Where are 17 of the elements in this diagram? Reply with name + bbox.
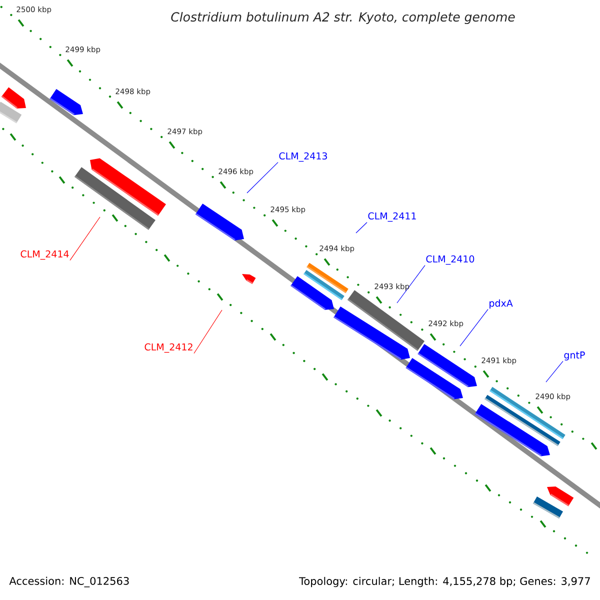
leader-line — [246, 162, 278, 194]
gene-label: gntP — [564, 352, 585, 360]
title: Clostridium botulinum A2 str. Kyoto, complete genome — [171, 12, 515, 24]
leader-line — [546, 360, 564, 382]
gene-label: CLM_2414 — [20, 250, 69, 260]
footer-text: Topology: circular; Length: 4,155,278 bp; Genes: 3,977 — [299, 576, 590, 588]
gene-label: CLM_2412 — [144, 343, 192, 353]
leader-line — [356, 222, 368, 234]
leader-line — [460, 309, 488, 346]
gene-label: CLM_2410 — [426, 255, 474, 265]
gene-label: CLM_2413 — [279, 152, 327, 162]
footer-text: Accession: NC_012563 — [9, 576, 129, 588]
gene-label: pdxA — [490, 299, 513, 309]
leader-line — [194, 310, 222, 354]
leader-line — [396, 265, 426, 304]
gene-label: CLM_2411 — [368, 212, 416, 222]
leader-line — [70, 216, 100, 261]
